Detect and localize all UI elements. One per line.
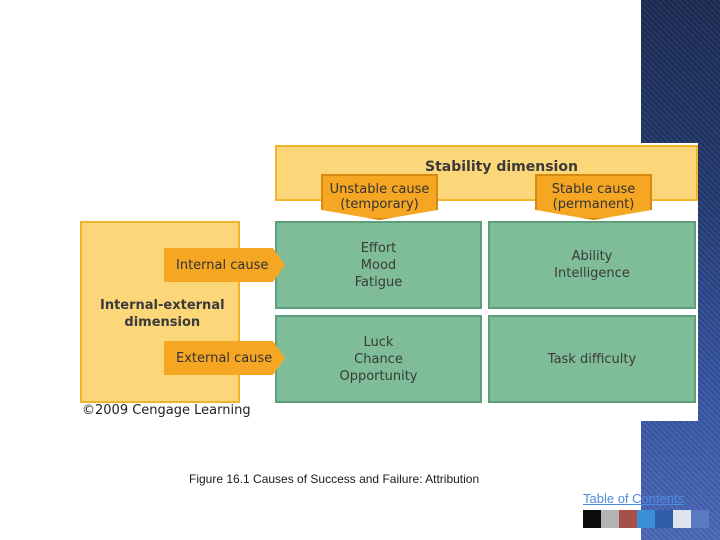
internal-external-label: Internal-external dimension xyxy=(100,298,225,330)
cell-external-unstable: Luck Chance Opportunity xyxy=(275,315,482,403)
internal-cause-arrow: Internal cause xyxy=(164,248,285,282)
stability-header: Stability dimension xyxy=(425,159,578,175)
color-swatches xyxy=(583,510,709,528)
copyright-text: ©2009 Cengage Learning xyxy=(82,403,251,418)
swatch xyxy=(619,510,637,528)
external-cause-arrow: External cause xyxy=(164,341,285,375)
cell-internal-unstable: Effort Mood Fatigue xyxy=(275,221,482,309)
cell-internal-stable: Ability Intelligence xyxy=(488,221,696,309)
cell-text: Task difficulty xyxy=(547,351,637,367)
unstable-cause-label: Unstable cause (temporary) xyxy=(329,182,430,212)
unstable-cause-arrow: Unstable cause (temporary) xyxy=(321,174,438,220)
table-of-contents-link[interactable]: Table of Contents xyxy=(583,491,685,506)
external-cause-label: External cause xyxy=(176,350,273,366)
internal-cause-label: Internal cause xyxy=(176,257,269,273)
swatch xyxy=(601,510,619,528)
swatch xyxy=(583,510,601,528)
figure-caption: Figure 16.1 Causes of Success and Failur… xyxy=(189,472,480,486)
stable-cause-arrow: Stable cause (permanent) xyxy=(535,174,652,220)
swatch xyxy=(655,510,673,528)
cell-external-stable: Task difficulty xyxy=(488,315,696,403)
swatch xyxy=(691,510,709,528)
swatch xyxy=(637,510,655,528)
cell-text: Ability Intelligence xyxy=(554,249,630,281)
cell-text: Effort Mood Fatigue xyxy=(354,240,403,290)
cell-text: Luck Chance Opportunity xyxy=(339,334,418,384)
stable-cause-label: Stable cause (permanent) xyxy=(551,182,636,212)
swatch xyxy=(673,510,691,528)
attribution-diagram: Stability dimension Internal-external di… xyxy=(78,143,698,421)
